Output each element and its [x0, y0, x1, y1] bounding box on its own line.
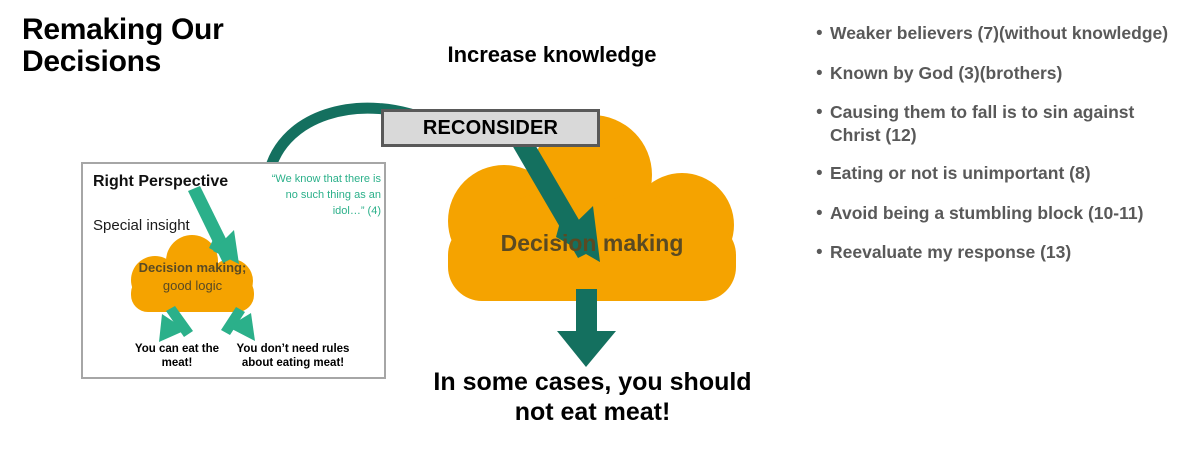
reconsider-label: RECONSIDER	[422, 116, 559, 139]
list-item: • Weaker believers (7)(without knowledge…	[816, 22, 1188, 47]
list-item-label: Eating or not is unimportant (8)	[830, 162, 1091, 183]
bullet-dot-icon: •	[816, 62, 823, 84]
increase-knowledge-label: Increase knowledge	[447, 42, 657, 67]
list-item-label: Known by God (3)(brothers)	[830, 62, 1063, 83]
decision-cloud-label: Decision making	[500, 230, 684, 256]
bullet-dot-icon: •	[816, 162, 823, 184]
inner-cloud-line-1: Decision making;	[138, 260, 247, 275]
bullet-list: • Weaker believers (7)(without knowledge…	[816, 22, 1188, 281]
list-item: • Causing them to fall is to sin against…	[816, 101, 1188, 147]
list-item-label: Reevaluate my response (13)	[830, 242, 1072, 263]
inner-outcome-left: You can eat the meat!	[134, 343, 220, 370]
inner-cloud-line-2: good logic	[162, 278, 223, 293]
reconsider-box[interactable]: RECONSIDER	[381, 109, 600, 147]
list-item-label: Avoid being a stumbling block (10-11)	[830, 202, 1144, 223]
inner-arrow-layer	[159, 186, 255, 342]
bullet-dot-icon: •	[816, 102, 823, 124]
inner-figure-panel: Decision making; good logic Right Perspe…	[81, 162, 386, 379]
page-title: Remaking Our Decisions	[22, 13, 224, 79]
bullet-dot-icon: •	[816, 242, 823, 264]
bullet-dot-icon: •	[816, 202, 823, 224]
list-item: • Eating or not is unimportant (8)	[816, 162, 1188, 187]
list-item: • Avoid being a stumbling block (10-11)	[816, 202, 1188, 227]
inner-quote-text: “We know that there is no such thing as …	[271, 173, 381, 217]
list-item: • Reevaluate my response (13)	[816, 241, 1188, 266]
inner-subheading: Special insight	[93, 217, 190, 234]
list-item-label: Weaker believers (7)(without knowledge)	[830, 23, 1169, 43]
list-item-label: Causing them to fall is to sin against C…	[830, 102, 1135, 146]
list-item: • Known by God (3)(brothers)	[816, 62, 1188, 87]
inner-decision-cloud-shape	[131, 235, 254, 312]
inner-outcome-right: You don’t need rules about eating meat!	[236, 343, 350, 370]
bullet-dot-icon: •	[816, 23, 823, 44]
conclusion-text: In some cases, you should not eat meat!	[433, 368, 752, 426]
inner-heading: Right Perspective	[93, 173, 229, 190]
